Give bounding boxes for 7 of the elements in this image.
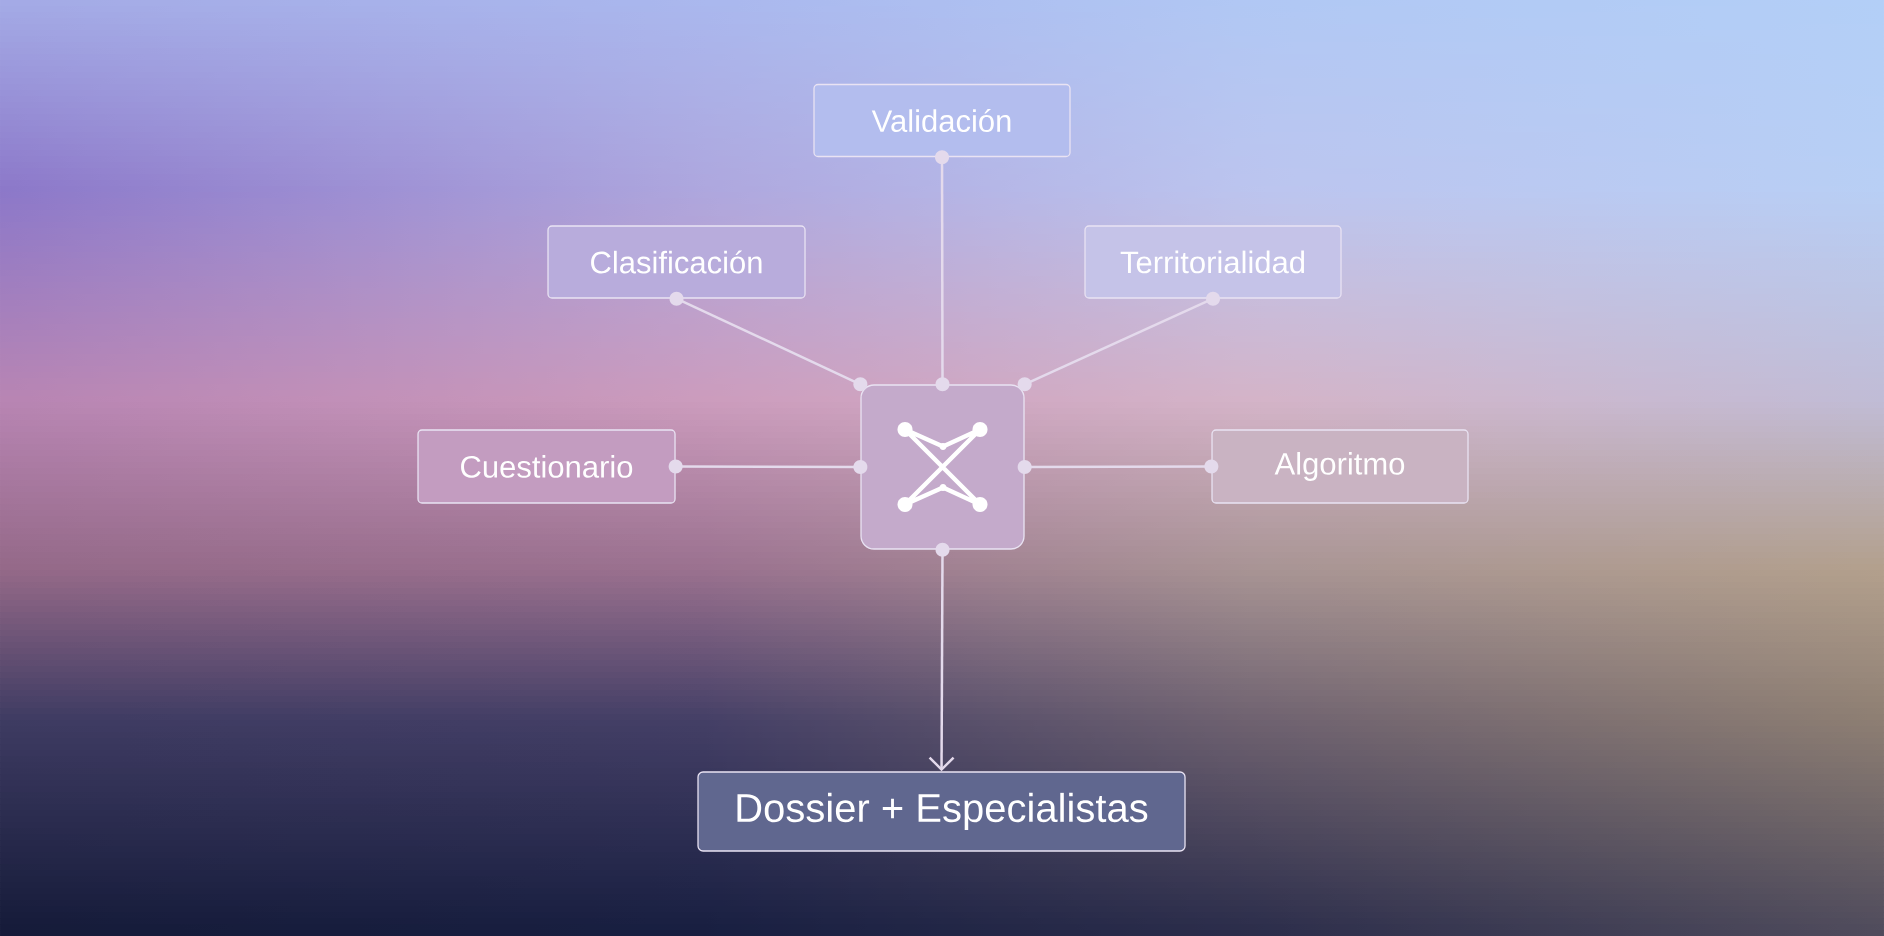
process-box: Territorialidad [1084, 225, 1342, 299]
process-box: Clasificación [547, 225, 806, 299]
hub-box [860, 384, 1025, 550]
process-box: Validación [813, 83, 1071, 158]
process-box: Algoritmo [1211, 429, 1469, 504]
output-box: Dossier + Especialistas [697, 771, 1186, 852]
process-box: Cuestionario [417, 429, 676, 504]
